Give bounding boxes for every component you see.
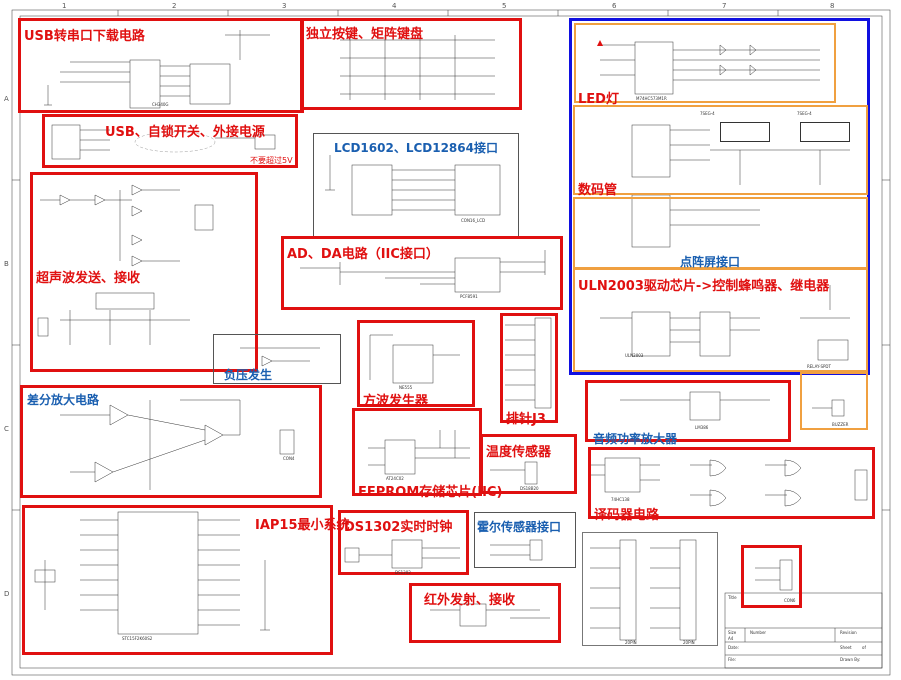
label-seg: 数码管 <box>578 183 618 198</box>
seven-seg-display-b <box>800 122 850 142</box>
tb-revision: Revision <box>840 630 857 635</box>
label-lcd: LCD1602、LCD12864接口 <box>334 141 498 155</box>
block-matrix[interactable]: 点阵屏接口 <box>573 197 868 269</box>
tb-date: Date: <box>728 645 739 650</box>
block-ultrasonic[interactable]: 超声波发送、接收 <box>30 172 258 372</box>
label-hall: 霍尔传感器接口 <box>477 520 562 534</box>
block-negative[interactable]: 负压发生 <box>213 334 341 384</box>
mcu-name: STC15F2K60S2 <box>122 636 153 641</box>
tb-number: Number <box>750 630 767 635</box>
uln-name: ULN2003 <box>625 353 644 358</box>
tb-title: Title <box>728 595 737 600</box>
block-mcu[interactable]: IAP15最小系统 <box>22 505 350 655</box>
block-display-driver-group[interactable] <box>569 18 870 375</box>
note-max-5v: 不要超过5V <box>250 156 293 165</box>
seg-a-name: 7SEG-4 <box>700 111 715 116</box>
block-20pin-headers[interactable]: 20PIN 20PIN <box>582 532 718 646</box>
grid-row-b: B <box>4 260 9 268</box>
label-matrix: 点阵屏接口 <box>680 255 741 269</box>
u1-name: CH340G <box>152 102 169 107</box>
label-uln: ULN2003驱动芯片->控制蜂鸣器、继电器 <box>578 279 830 294</box>
label-header-j3: 排针J3 <box>506 412 546 427</box>
block-usb-download[interactable]: USB转串口下载电路 <box>18 18 304 113</box>
block-led[interactable]: LED灯 <box>574 23 836 107</box>
grid-col-7: 7 <box>722 2 727 10</box>
label-keys: 独立按键、矩阵键盘 <box>306 27 424 42</box>
adc-name: PCF8591 <box>460 294 478 299</box>
latch-name: M74HC573M1R <box>636 96 667 101</box>
label-square: 方波发生器 <box>363 394 429 409</box>
block-keys[interactable]: 独立按键、矩阵键盘 <box>300 18 522 110</box>
label-temp: 温度传感器 <box>486 445 552 460</box>
label-negative: 负压发生 <box>224 368 273 382</box>
block-header-j3[interactable]: 排针J3 <box>500 313 558 427</box>
grid-col-3: 3 <box>282 2 287 10</box>
block-adda[interactable]: AD、DA电路（IIC接口） <box>281 236 563 310</box>
grid-col-4: 4 <box>392 2 397 10</box>
label-ds1302: DS1302实时时钟 <box>344 520 453 535</box>
ne555-name: NE555 <box>399 385 413 390</box>
grid-col-5: 5 <box>502 2 507 10</box>
label-usb-download: USB转串口下载电路 <box>24 29 145 44</box>
con-a-name: CON4 <box>283 456 295 461</box>
tb-of: of <box>862 645 866 650</box>
temp-name: DS18B20 <box>520 486 539 491</box>
con-b-name: CON6 <box>784 598 796 603</box>
grid-col-8: 8 <box>830 2 835 10</box>
lcd-name: CON16_LCD <box>461 218 486 223</box>
grid-row-a: A <box>4 95 9 103</box>
grid-row-c: C <box>4 425 9 433</box>
tb-file: File: <box>728 657 737 662</box>
block-lcd[interactable]: LCD1602、LCD12864接口 <box>313 133 519 239</box>
hdr-a-name: 20PIN <box>625 640 637 645</box>
block-temp[interactable]: 温度传感器 <box>480 434 577 494</box>
tb-size: Size <box>728 630 737 635</box>
block-hall[interactable]: 霍尔传感器接口 <box>474 512 576 568</box>
grid-col-2: 2 <box>172 2 177 10</box>
tb-drawn: Drawn By: <box>840 657 861 662</box>
label-decoder: 译码器电路 <box>594 508 660 523</box>
grid-row-d: D <box>4 590 10 598</box>
block-uln[interactable]: ULN2003驱动芯片->控制蜂鸣器、继电器 ULN2003 RELAY-SPD… <box>573 268 868 372</box>
eeprom-name: AT24C02 <box>386 476 404 481</box>
block-usb-power[interactable]: USB、自锁开关、外接电源 不要超过5V <box>42 114 298 168</box>
label-led: LED灯 <box>578 92 619 107</box>
hdr-b-name: 20PIN <box>683 640 695 645</box>
amp-name: LM386 <box>695 425 709 430</box>
block-diffamp[interactable]: 差分放大电路 <box>20 385 322 498</box>
label-audio: 音频功率放大器 <box>593 432 678 446</box>
label-ir: 红外发射、接收 <box>424 593 516 608</box>
block-square[interactable]: 方波发生器 <box>357 320 475 409</box>
grid-col-1: 1 <box>62 2 67 10</box>
block-audio[interactable]: 音频功率放大器 LM386 <box>585 380 791 446</box>
block-eeprom[interactable]: EEPROM存储芯片(IIC) <box>352 408 502 500</box>
block-buzzer[interactable]: BUZZER <box>800 372 868 430</box>
label-diffamp: 差分放大电路 <box>27 393 100 407</box>
seg-b-name: 7SEG-4 <box>797 111 812 116</box>
label-adda: AD、DA电路（IIC接口） <box>287 247 439 262</box>
seven-seg-display-a <box>720 122 770 142</box>
decoder-name: 74HC138 <box>611 497 630 502</box>
label-ultrasonic: 超声波发送、接收 <box>36 271 141 286</box>
rtc-name: DS1302 <box>395 570 411 575</box>
block-ir[interactable]: 红外发射、接收 <box>409 583 561 643</box>
buzzer-name: BUZZER <box>832 422 849 427</box>
label-mcu: IAP15最小系统 <box>255 518 350 533</box>
tb-sheet: Sheet <box>840 645 852 650</box>
relay-name: RELAY-SPDT <box>807 364 831 369</box>
block-seg[interactable]: 数码管 7SEG-4 7SEG-4 <box>573 105 868 198</box>
block-con6[interactable]: CON6 <box>741 545 802 608</box>
block-ds1302[interactable]: DS1302实时时钟 <box>338 510 469 575</box>
label-eeprom: EEPROM存储芯片(IIC) <box>358 485 503 500</box>
grid-col-6: 6 <box>612 2 617 10</box>
block-decoder[interactable]: 译码器电路 74HC138 <box>588 447 875 523</box>
label-usb-power: USB、自锁开关、外接电源 <box>105 125 265 140</box>
tb-size-val: A4 <box>728 636 734 641</box>
